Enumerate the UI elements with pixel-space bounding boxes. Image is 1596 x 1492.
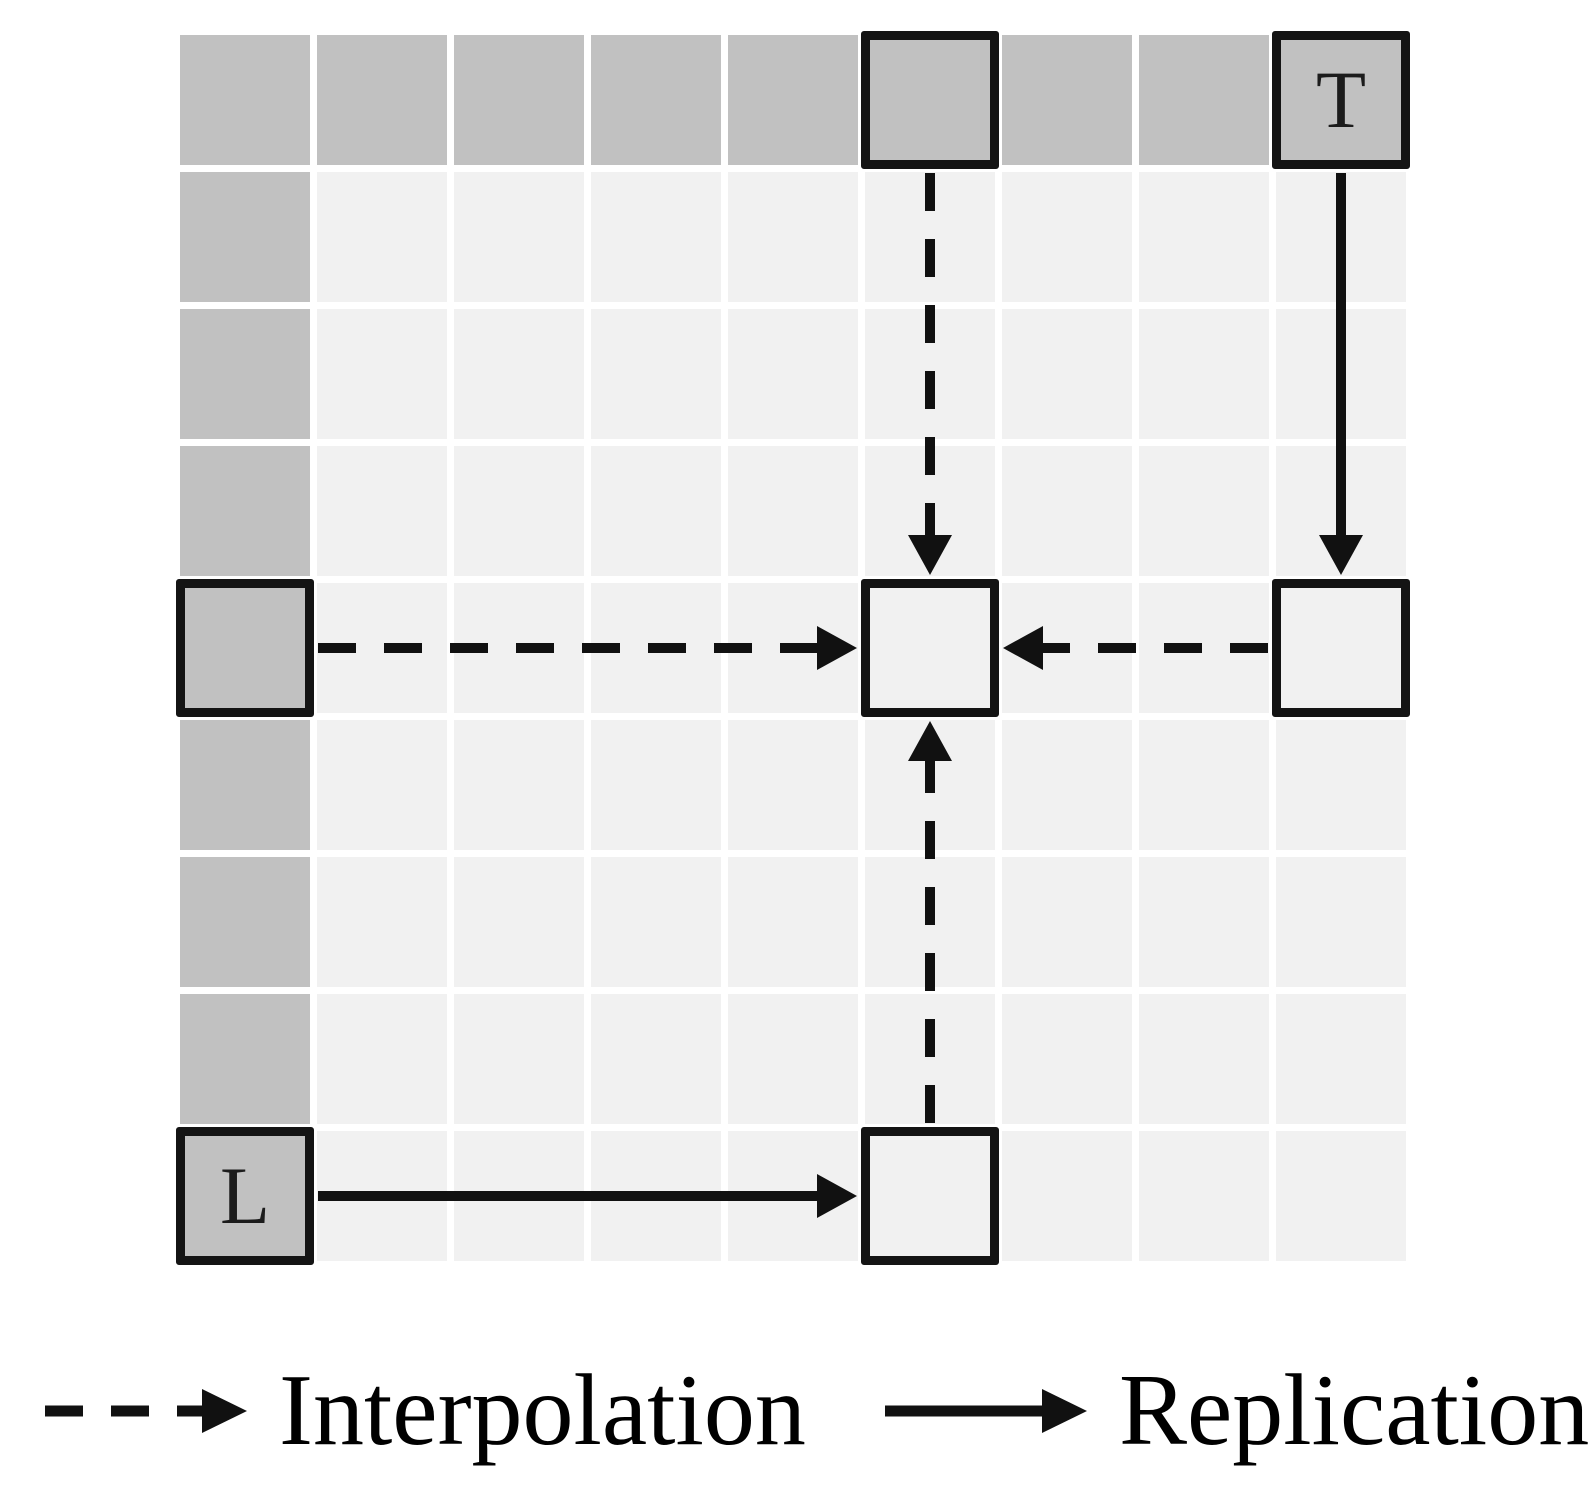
reference-sample-cell <box>591 35 721 165</box>
block-pixel-cell <box>454 857 584 987</box>
legend-label-interpolation: Interpolation <box>279 1354 806 1467</box>
block-pixel-cell <box>454 1131 584 1261</box>
block-pixel-cell <box>728 172 858 302</box>
block-pixel-cell <box>317 446 447 576</box>
block-pixel-cell <box>591 309 721 439</box>
block-pixel-cell <box>1002 994 1132 1124</box>
block-pixel-cell <box>1276 446 1406 576</box>
block-pixel-cell <box>591 583 721 713</box>
block-pixel-cell <box>865 994 995 1124</box>
block-pixel-cell <box>1139 1131 1269 1261</box>
block-pixel-cell <box>1002 1131 1132 1261</box>
reference-sample-cell <box>180 720 310 850</box>
block-pixel-cell <box>317 583 447 713</box>
block-pixel-cell <box>454 583 584 713</box>
legend-label-replication: Replication <box>1119 1354 1590 1467</box>
dashed-arrow-icon <box>45 1389 247 1433</box>
block-pixel-cell <box>317 172 447 302</box>
block-pixel-cell <box>454 309 584 439</box>
legend-item-replication: Replication <box>882 1336 1589 1486</box>
block-pixel-cell <box>1139 446 1269 576</box>
block-pixel-cell <box>728 309 858 439</box>
block-pixel-cell <box>1139 309 1269 439</box>
block-pixel-cell <box>1276 857 1406 987</box>
legend: Interpolation Replication <box>0 1336 1596 1486</box>
bottom-left-reference-cell-label: L <box>219 1150 271 1241</box>
block-pixel-cell <box>1276 309 1406 439</box>
block-pixel-cell <box>865 857 995 987</box>
block-pixel-cell <box>1276 172 1406 302</box>
block-pixel-cell <box>1139 583 1269 713</box>
reference-sample-cell <box>180 35 310 165</box>
reference-sample-cell <box>728 35 858 165</box>
block-pixel-cell <box>1002 446 1132 576</box>
right-replicated-cell <box>1272 579 1410 717</box>
top-right-reference-cell: T <box>1272 31 1410 169</box>
center-predicted-cell <box>861 579 999 717</box>
block-pixel-cell <box>865 720 995 850</box>
reference-sample-cell <box>180 857 310 987</box>
block-pixel-cell <box>1139 994 1269 1124</box>
block-pixel-cell <box>1139 172 1269 302</box>
block-pixel-cell <box>728 994 858 1124</box>
bottom-replicated-cell <box>861 1127 999 1265</box>
solid-arrow-icon <box>885 1389 1087 1433</box>
block-pixel-cell <box>454 994 584 1124</box>
bottom-left-reference-cell: L <box>176 1127 314 1265</box>
block-pixel-cell <box>317 994 447 1124</box>
reference-sample-cell <box>317 35 447 165</box>
block-pixel-cell <box>317 720 447 850</box>
block-pixel-cell <box>1276 994 1406 1124</box>
block-pixel-cell <box>591 994 721 1124</box>
reference-sample-cell <box>1002 35 1132 165</box>
block-pixel-cell <box>591 720 721 850</box>
block-pixel-cell <box>1276 1131 1406 1261</box>
block-pixel-cell <box>317 309 447 439</box>
block-pixel-cell <box>865 172 995 302</box>
block-pixel-cell <box>317 1131 447 1261</box>
block-pixel-cell <box>728 857 858 987</box>
left-reference-cell <box>176 579 314 717</box>
block-pixel-cell <box>1002 583 1132 713</box>
block-pixel-cell <box>317 857 447 987</box>
top-right-reference-cell-label: T <box>1315 54 1367 145</box>
reference-sample-cell <box>180 994 310 1124</box>
block-pixel-cell <box>591 1131 721 1261</box>
block-pixel-cell <box>454 720 584 850</box>
block-pixel-cell <box>1002 857 1132 987</box>
block-pixel-cell <box>454 446 584 576</box>
block-pixel-cell <box>1002 172 1132 302</box>
block-pixel-cell <box>1139 720 1269 850</box>
block-pixel-cell <box>591 446 721 576</box>
reference-sample-cell <box>180 309 310 439</box>
top-reference-cell <box>861 31 999 169</box>
reference-sample-cell <box>180 172 310 302</box>
block-pixel-cell <box>454 172 584 302</box>
block-pixel-cell <box>728 446 858 576</box>
block-pixel-cell <box>1139 857 1269 987</box>
legend-item-interpolation: Interpolation <box>42 1336 806 1486</box>
block-pixel-cell <box>865 309 995 439</box>
block-pixel-cell <box>1002 720 1132 850</box>
block-pixel-cell <box>728 1131 858 1261</box>
block-pixel-cell <box>728 720 858 850</box>
reference-sample-cell <box>454 35 584 165</box>
block-pixel-cell <box>591 172 721 302</box>
pixel-grid <box>180 35 1406 1261</box>
block-pixel-cell <box>1276 720 1406 850</box>
block-pixel-cell <box>865 446 995 576</box>
block-pixel-cell <box>1002 309 1132 439</box>
block-pixel-cell <box>728 583 858 713</box>
block-pixel-cell <box>591 857 721 987</box>
reference-sample-cell <box>180 446 310 576</box>
reference-sample-cell <box>1139 35 1269 165</box>
